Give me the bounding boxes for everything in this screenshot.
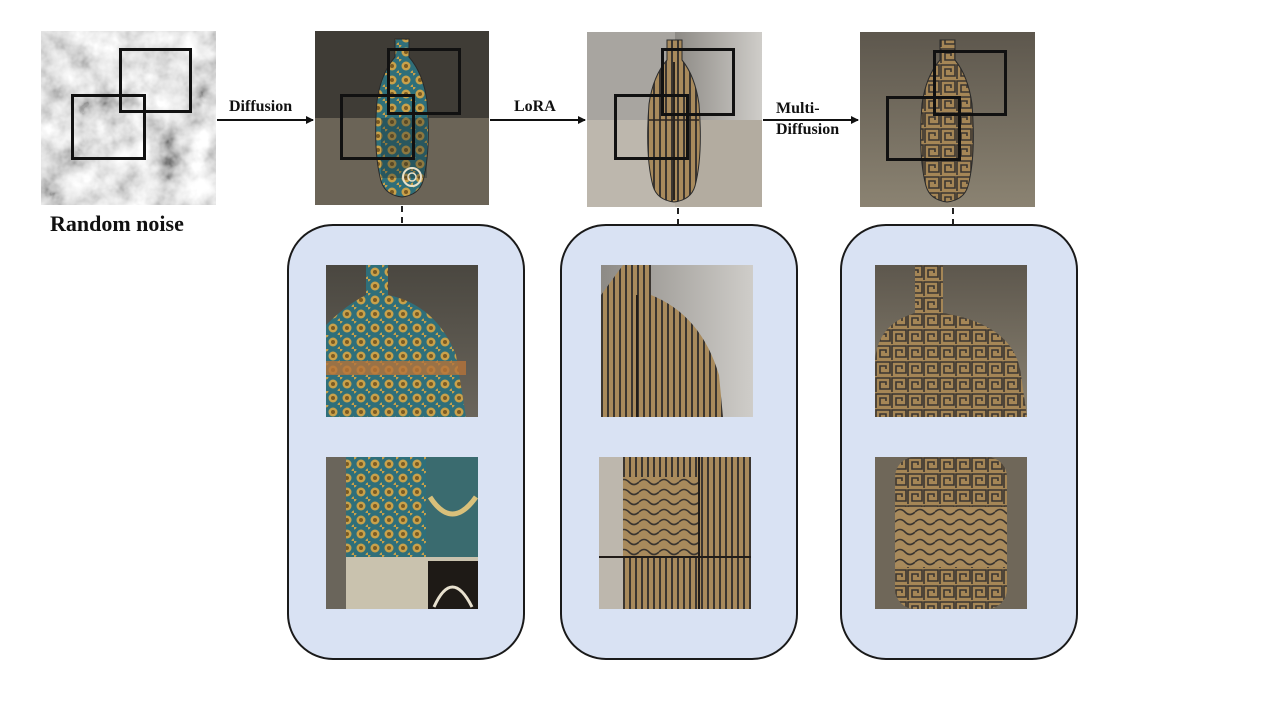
lora-crop-upper-image — [601, 265, 753, 417]
lora-crop-lower-image — [599, 457, 751, 609]
multidiffusion-crop-upper-image — [875, 265, 1027, 417]
multidiffusion-crop-lower-image — [875, 457, 1027, 609]
random-noise-label: Random noise — [50, 211, 184, 236]
lora-vase-image — [587, 32, 762, 207]
random-noise-image — [41, 31, 216, 205]
diffusion-crop-upper-image — [326, 265, 478, 417]
multidiffusion-vase-image — [860, 32, 1035, 207]
diffusion-vase-image — [315, 31, 489, 205]
diffusion-arrow-label: Diffusion — [229, 98, 293, 115]
multidiffusion-arrow-label-line1: Multi- — [776, 100, 820, 117]
diffusion-crop-lower-image — [326, 457, 478, 609]
lora-arrow-label: LoRA — [514, 98, 556, 115]
multidiffusion-arrow-label-line2: Diffusion — [776, 121, 840, 138]
